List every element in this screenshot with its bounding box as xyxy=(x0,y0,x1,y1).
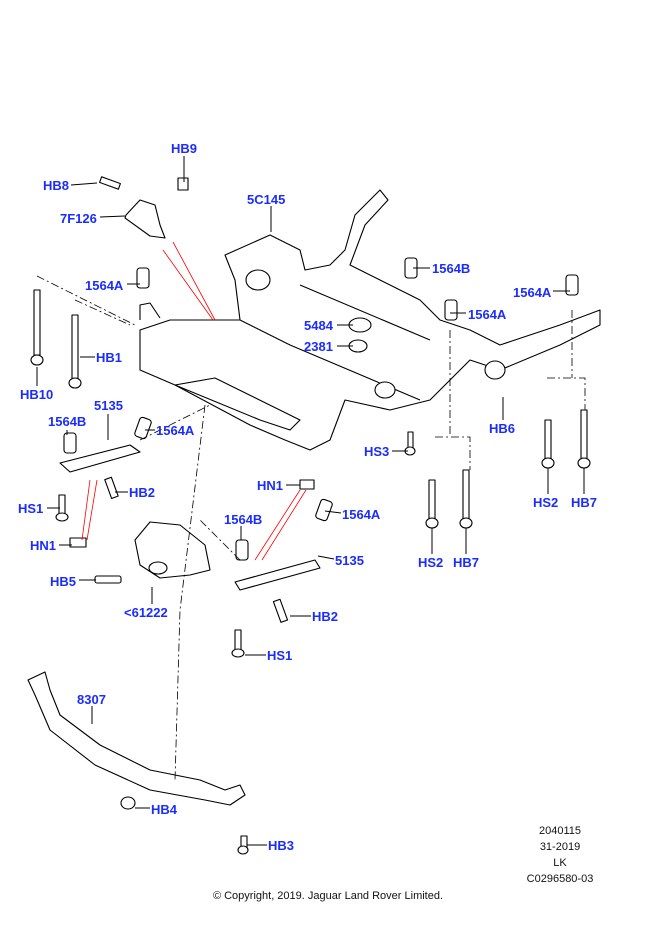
callout-hb2[interactable]: HB2 xyxy=(129,485,156,500)
callout-1564a[interactable]: 1564A xyxy=(342,507,381,522)
callout-5484[interactable]: 5484 xyxy=(304,318,333,333)
callout-hb5[interactable]: HB5 xyxy=(50,574,77,589)
callout-1564a[interactable]: 1564A xyxy=(513,285,552,300)
callout-1564b[interactable]: 1564B xyxy=(224,512,263,527)
callout-hb8[interactable]: HB8 xyxy=(43,178,70,193)
copyright-notice: © Copyright, 2019. Jaguar Land Rover Lim… xyxy=(212,890,444,902)
callout-hs1[interactable]: HS1 xyxy=(267,648,293,663)
callout-1564a[interactable]: 1564A xyxy=(85,278,124,293)
callout-hn1[interactable]: HN1 xyxy=(257,478,284,493)
callout-hb4[interactable]: HB4 xyxy=(151,802,178,817)
callout-1564a[interactable]: 1564A xyxy=(468,307,507,322)
diagram-author: LK xyxy=(553,857,567,869)
callout-hb1[interactable]: HB1 xyxy=(96,350,123,365)
bracket-61222 xyxy=(134,521,211,579)
callout-8307[interactable]: 8307 xyxy=(77,692,106,707)
callout-5135[interactable]: 5135 xyxy=(335,553,364,568)
crossmember-8307 xyxy=(27,671,246,806)
diagram-reference: C0296580-03 xyxy=(526,873,594,885)
callout-61222[interactable]: <61222 xyxy=(124,605,168,620)
callout-hs1[interactable]: HS1 xyxy=(18,501,44,516)
plate-5135-right xyxy=(234,559,321,591)
callout-1564b[interactable]: 1564B xyxy=(48,414,87,429)
callout-5c145[interactable]: 5C145 xyxy=(247,192,286,207)
callout-hb3[interactable]: HB3 xyxy=(268,838,295,853)
callout-1564a[interactable]: 1564A xyxy=(156,423,195,438)
callout-hb7[interactable]: HB7 xyxy=(571,495,598,510)
callout-hb10[interactable]: HB10 xyxy=(20,387,54,402)
callout-5135[interactable]: 5135 xyxy=(94,398,123,413)
callout-hn1[interactable]: HN1 xyxy=(30,538,57,553)
diagram-number: 2040115 xyxy=(538,825,581,837)
plate-5135-left xyxy=(59,444,141,473)
callout-hb9[interactable]: HB9 xyxy=(171,141,198,156)
diagram-date: 31-2019 xyxy=(539,841,581,853)
callout-1564b[interactable]: 1564B xyxy=(432,261,471,276)
callout-hs2[interactable]: HS2 xyxy=(418,555,444,570)
callout-hs3[interactable]: HS3 xyxy=(364,444,390,459)
subframe-5c145 xyxy=(139,189,601,451)
callout-hb6[interactable]: HB6 xyxy=(489,421,516,436)
callout-7f126[interactable]: 7F126 xyxy=(60,211,97,226)
callout-hs2[interactable]: HS2 xyxy=(533,495,559,510)
callout-2381[interactable]: 2381 xyxy=(304,339,333,354)
callout-hb2[interactable]: HB2 xyxy=(312,609,339,624)
bracket-7f126 xyxy=(124,199,166,239)
callout-hb7[interactable]: HB7 xyxy=(453,555,480,570)
